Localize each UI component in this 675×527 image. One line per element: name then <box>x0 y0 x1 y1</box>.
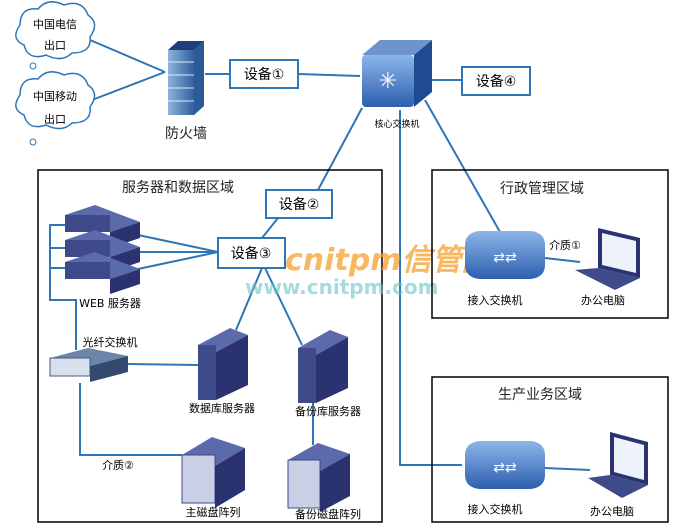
device-4: 设备④ <box>461 66 531 96</box>
cloud-label: 中国电信 <box>33 18 77 31</box>
core-switch-icon: ✳ <box>362 40 432 107</box>
admin-switch-label: 接入交换机 <box>468 293 523 307</box>
svg-text:⇄⇄: ⇄⇄ <box>493 460 517 476</box>
admin-zone-title: 行政管理区域 <box>500 181 584 197</box>
database-server-icon <box>198 328 248 400</box>
cloud-mobile: 中国移动 出口 <box>15 71 96 146</box>
backup-server-icon <box>298 330 348 403</box>
production-zone <box>431 376 669 523</box>
production-pc-label: 办公电脑 <box>590 505 634 518</box>
backup-disk-array-icon <box>287 443 350 512</box>
firewall-label: 防火墙 <box>165 126 207 142</box>
watermark-url: www.cnitpm.com <box>245 275 438 299</box>
cloud-label: 出口 <box>44 38 66 52</box>
server-zone <box>37 169 383 523</box>
svg-text:设备②: 设备② <box>279 196 320 213</box>
backup-disk-array-label: 备份磁盘阵列 <box>295 507 361 521</box>
core-switch-label: 核心交换机 <box>374 118 419 130</box>
cloud-label: 中国移动 <box>33 90 77 103</box>
svg-text:设备①: 设备① <box>244 66 285 83</box>
production-zone-title: 生产业务区域 <box>498 387 582 403</box>
device-1: 设备① <box>229 59 299 89</box>
production-laptop-icon <box>588 432 648 498</box>
fiber-switch-label: 光纤交换机 <box>83 335 138 349</box>
admin-access-switch-icon: ⇄⇄ <box>465 231 545 279</box>
cloud-label: 出口 <box>44 112 66 126</box>
production-switch-label: 接入交换机 <box>468 502 523 516</box>
watermark-brand: cnitpm信管网 <box>285 243 495 278</box>
admin-laptop-icon <box>575 228 640 290</box>
links <box>49 39 591 471</box>
main-disk-array-icon <box>181 437 245 508</box>
web-server-icon <box>65 205 140 294</box>
svg-text:✳: ✳ <box>379 69 397 94</box>
device-3: 设备③ <box>217 237 286 269</box>
svg-text:设备③: 设备③ <box>231 245 272 262</box>
svg-text:设备④: 设备④ <box>476 73 517 90</box>
server-zone-title: 服务器和数据区域 <box>122 180 234 196</box>
admin-pc-label: 办公电脑 <box>581 294 625 307</box>
medium-1-label: 介质① <box>549 239 581 252</box>
production-access-switch-icon: ⇄⇄ <box>465 441 545 489</box>
device-2: 设备② <box>265 189 333 219</box>
database-server-label: 数据库服务器 <box>189 401 255 415</box>
web-server-label: WEB 服务器 <box>79 297 141 310</box>
backup-server-label: 备份库服务器 <box>295 404 361 418</box>
medium-2-label: 介质② <box>102 459 134 472</box>
svg-text:⇄⇄: ⇄⇄ <box>493 250 517 266</box>
cloud-telecom: 中国电信 出口 <box>15 1 96 70</box>
admin-zone <box>431 169 669 319</box>
firewall-icon <box>168 41 204 115</box>
fiber-switch-icon <box>49 348 128 382</box>
main-disk-array-label: 主磁盘阵列 <box>186 505 241 519</box>
